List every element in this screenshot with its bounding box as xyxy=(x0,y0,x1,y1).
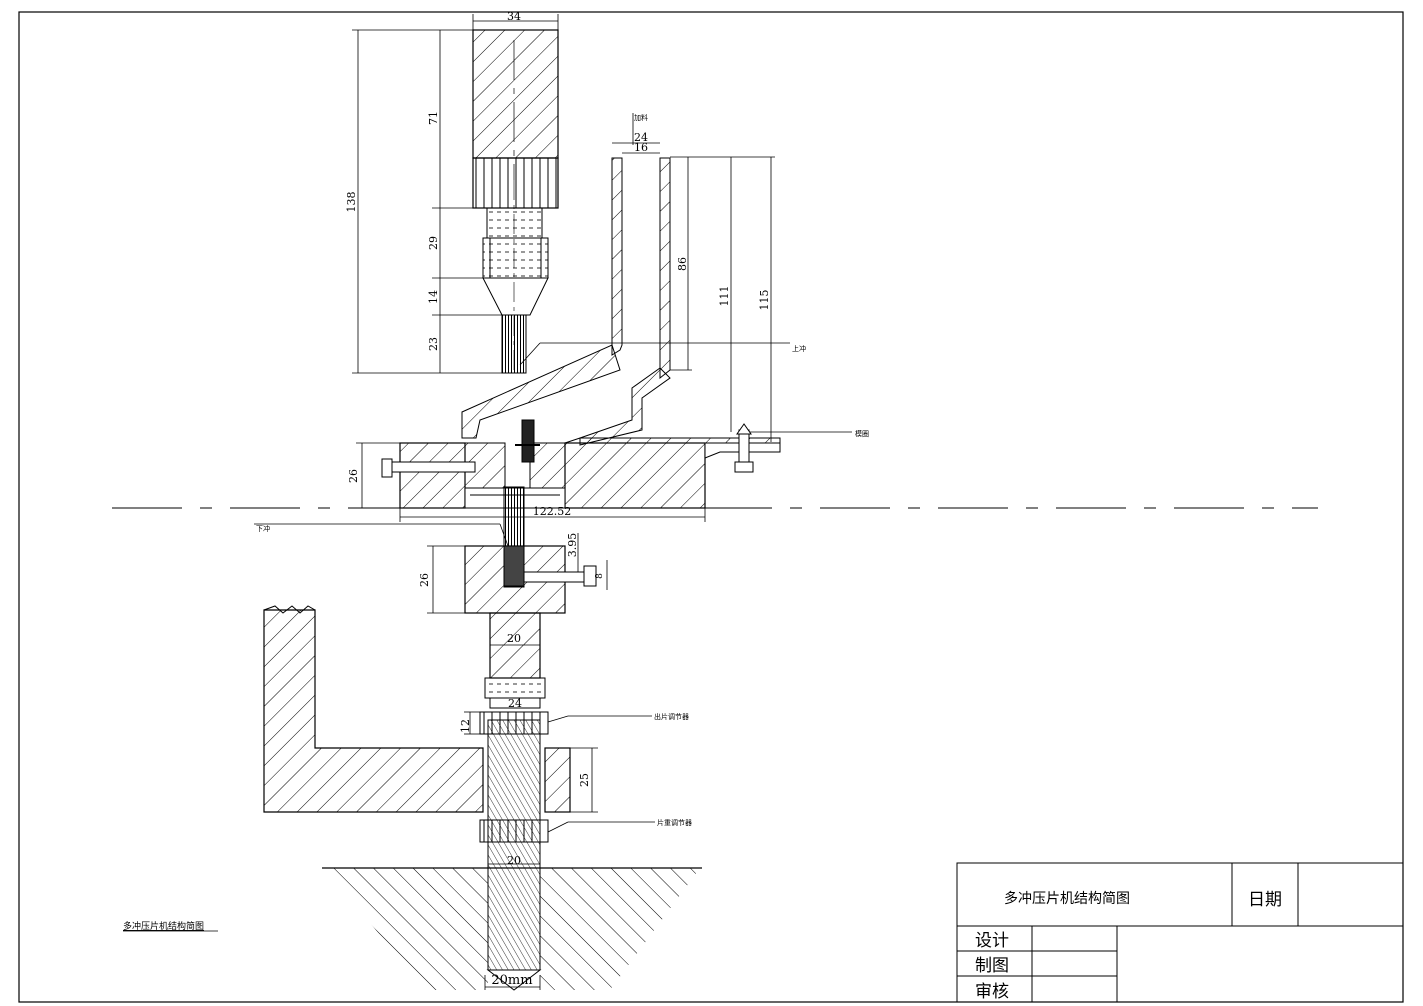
dim-115: 115 xyxy=(758,290,771,311)
title-block xyxy=(956,862,1404,1003)
label-die-ring: 模圈 xyxy=(855,429,869,438)
dim-26-lower: 26 xyxy=(418,573,431,587)
dim-8: 8 xyxy=(595,573,605,579)
label-feed: 加料 xyxy=(634,113,648,122)
drawing-frame xyxy=(18,11,1404,1003)
adjusting-screw xyxy=(479,711,549,991)
title-block-title: 多冲压片机结构简图 xyxy=(1004,890,1130,907)
dim-86: 86 xyxy=(676,257,689,271)
dim-29: 29 xyxy=(427,236,440,250)
drawing-caption: 多冲压片机结构简图 xyxy=(123,920,204,932)
label-lower-punch: 下冲 xyxy=(256,524,270,533)
dim-122: 122.52 xyxy=(533,505,572,518)
title-block-review-label: 审核 xyxy=(975,982,1009,1002)
label-ejection-adjuster: 出片调节器 xyxy=(654,712,689,721)
upper-punch-assembly xyxy=(472,29,559,375)
dim-25: 25 xyxy=(578,773,591,787)
dim-71: 71 xyxy=(427,111,440,125)
dim-20-top: 20 xyxy=(507,632,521,645)
dim-111: 111 xyxy=(718,286,731,307)
dim-20mm: 20mm xyxy=(491,973,532,988)
title-block-design-label: 设计 xyxy=(975,931,1009,951)
machine-frame xyxy=(263,605,702,990)
title-block-date-label: 日期 xyxy=(1248,890,1282,910)
die-table xyxy=(381,419,781,509)
upper-dimension-lines xyxy=(352,14,559,374)
dim-34: 34 xyxy=(507,10,521,23)
dim-3-95: 3.95 xyxy=(566,533,579,558)
dim-14: 14 xyxy=(427,290,440,304)
dim-16: 16 xyxy=(634,141,648,154)
dim-24: 24 xyxy=(634,131,648,144)
screw-dimension-lines xyxy=(464,711,655,990)
dim-20-bottom: 20 xyxy=(507,854,521,867)
label-weight-adjuster: 片重调节器 xyxy=(657,818,692,827)
dim-26-die: 26 xyxy=(347,469,360,483)
feeder-dimension-lines xyxy=(519,113,852,442)
label-upper-punch: 上冲 xyxy=(792,344,806,353)
dim-24-collar: 24 xyxy=(508,697,522,710)
lower-dimension-lines xyxy=(254,523,608,646)
die-dimension-lines xyxy=(356,442,706,522)
title-block-drawing-label: 制图 xyxy=(975,956,1009,976)
dim-12: 12 xyxy=(459,719,472,733)
dim-138: 138 xyxy=(345,192,358,213)
lower-punch-assembly xyxy=(464,486,597,709)
dim-23: 23 xyxy=(427,337,440,351)
